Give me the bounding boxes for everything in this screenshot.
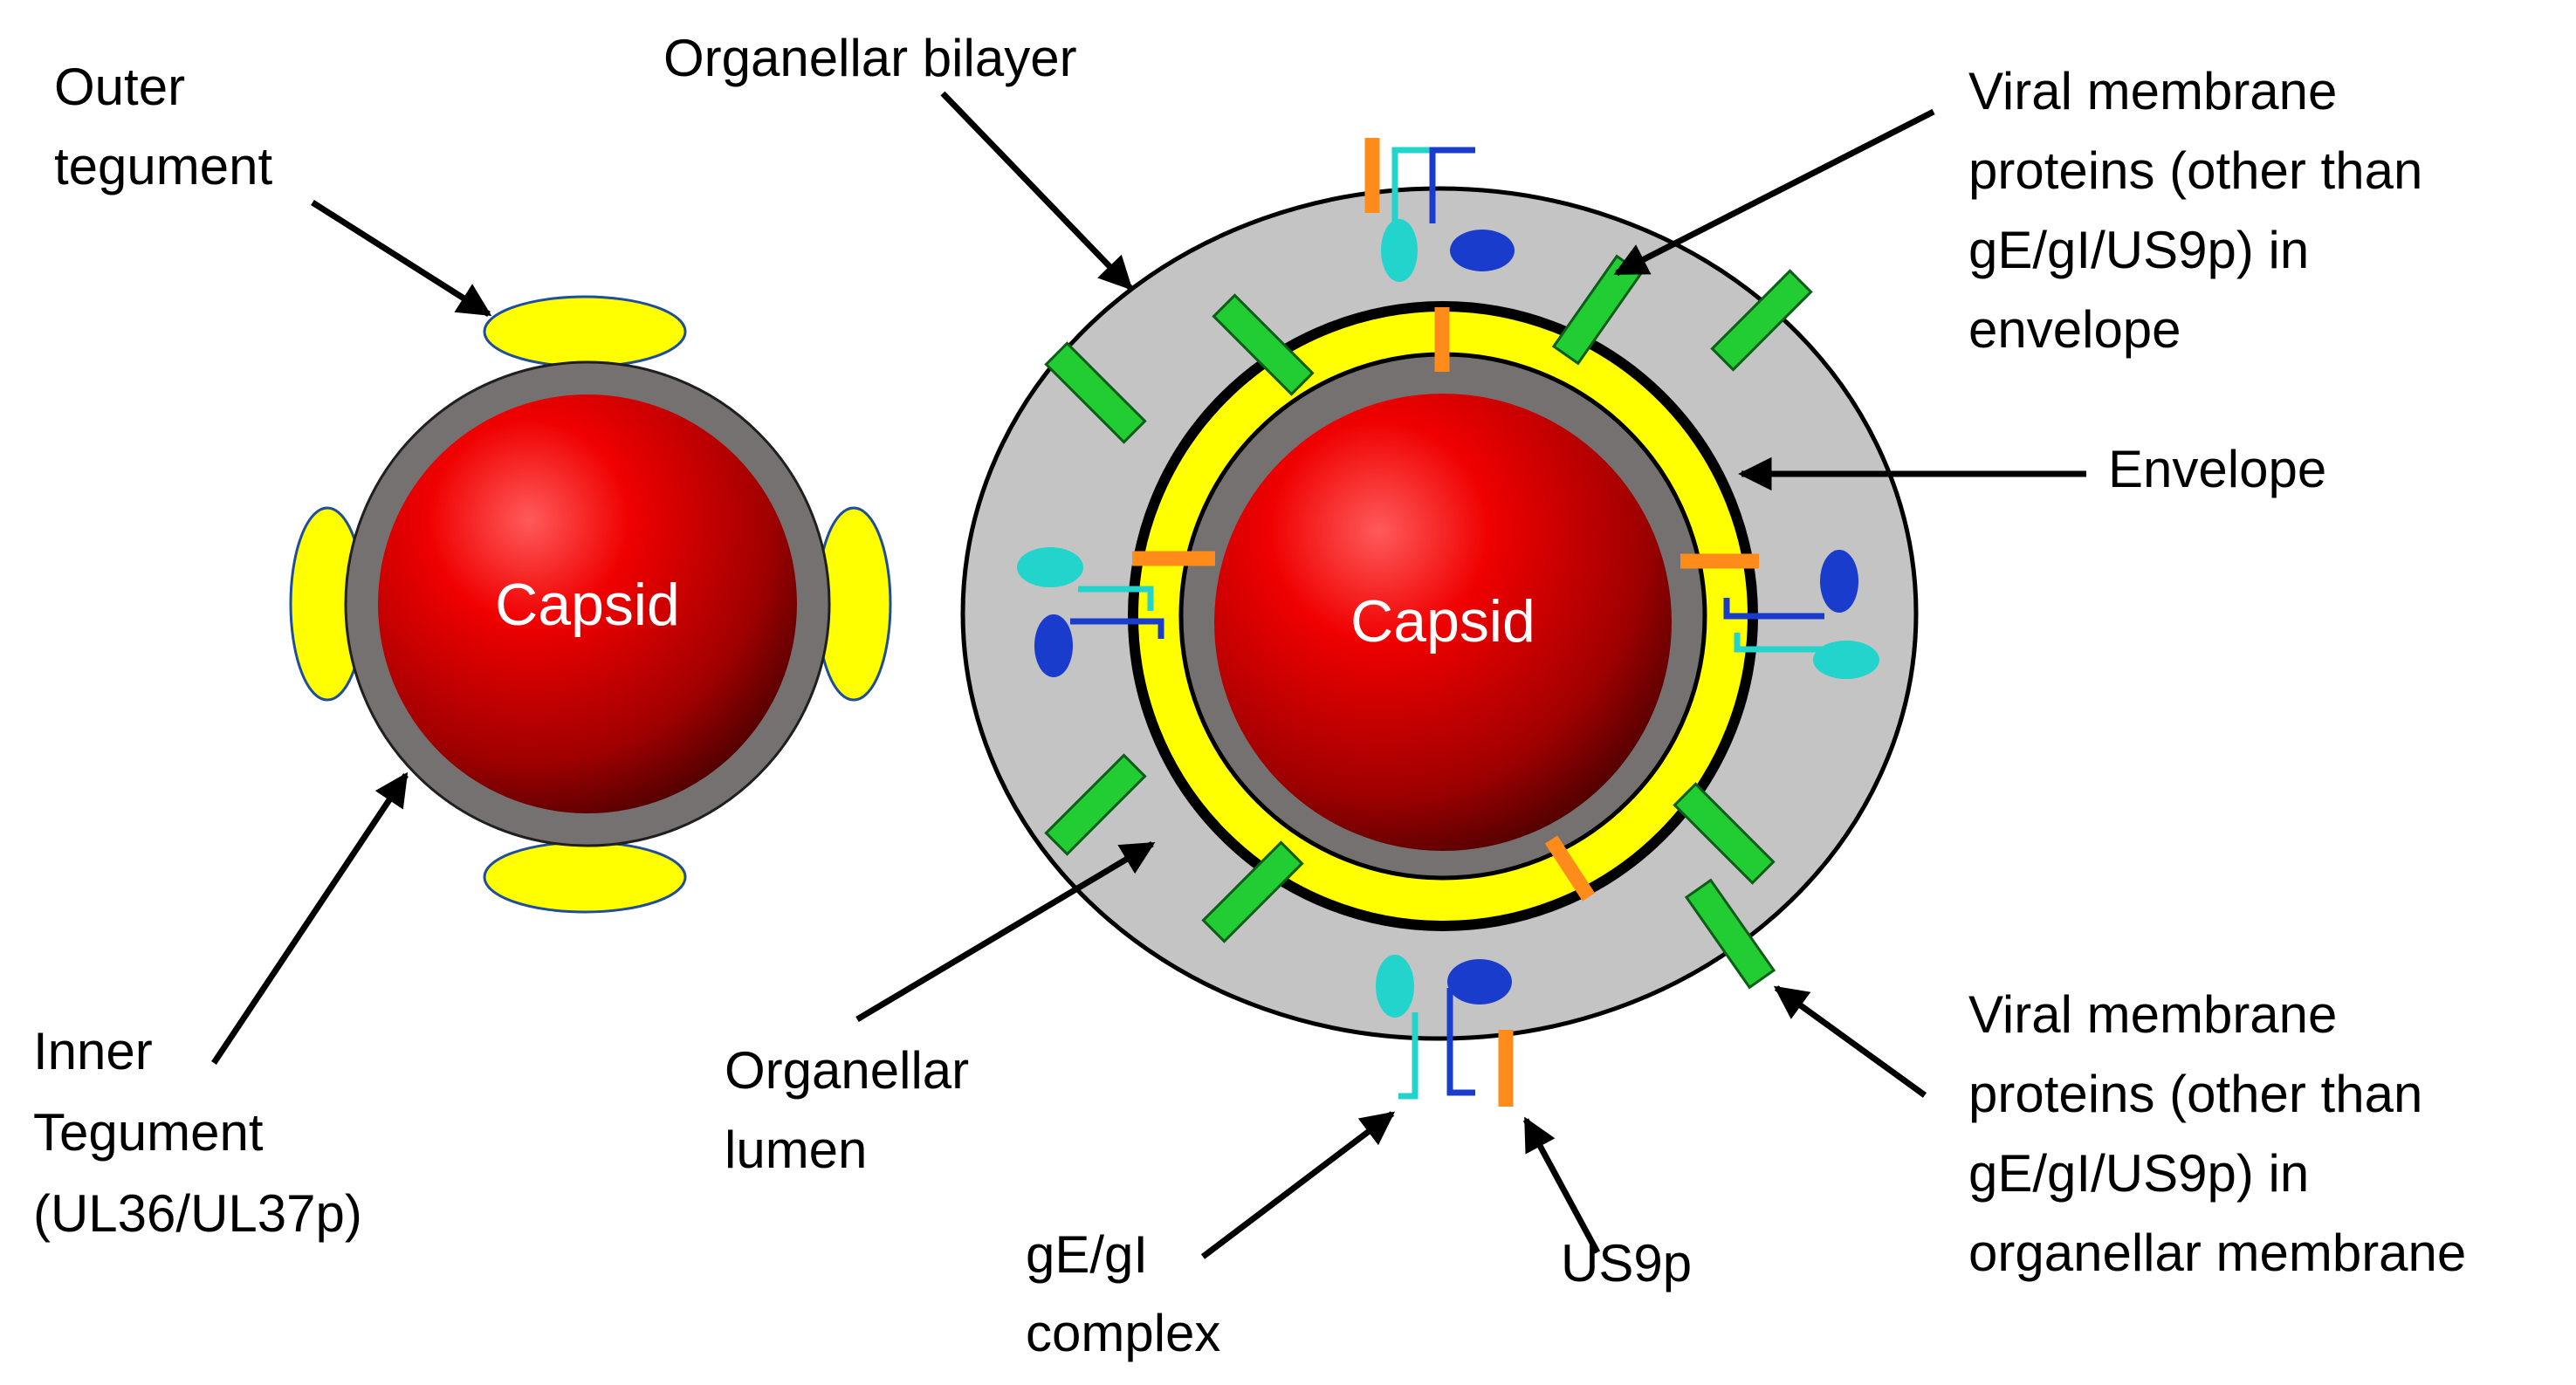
arrow-inner-tegument <box>211 771 409 1065</box>
outer-tegument-label-line: Outer <box>54 58 185 116</box>
arrow-viral-proteins-organellar <box>1773 985 1927 1098</box>
gI-protein <box>1078 586 1154 611</box>
viral-protein-envelope <box>1673 782 1776 885</box>
outer-tegument-label-line: tegument <box>54 137 272 195</box>
ge-gi-complex-label-line: gE/gI <box>1026 1225 1148 1284</box>
organellar-lumen-label-line: Organellar <box>725 1041 969 1100</box>
viral-protein-organellar <box>1710 269 1813 372</box>
viral-proteins-organellar-label-line: gE/gI/US9p) in <box>1968 1144 2309 1203</box>
viral-proteins-organellar-label-line: organellar membrane <box>1968 1224 2466 1282</box>
arrow-outer-tegument <box>311 200 492 317</box>
ge-gi-complex-top <box>1381 147 1515 282</box>
viral-proteins-organellar-label: Viral membrane proteins (other than gE/g… <box>1968 985 2466 1282</box>
organellar-bilayer-label: Organellar bilayer <box>663 29 1077 87</box>
arrow-viral-proteins-envelope <box>1613 108 1935 277</box>
left-particle: Capsid <box>289 295 892 914</box>
gI-protein <box>1398 1012 1419 1100</box>
capsid-sphere <box>378 394 797 813</box>
gI-protein <box>1734 633 1824 653</box>
arrow-organellar-bilayer <box>940 91 1133 291</box>
gE-protein <box>1070 618 1164 639</box>
ge-gi-complex-label: gE/gI complex <box>1026 1225 1220 1362</box>
viral-protein-organellar <box>1044 753 1147 856</box>
inner-tegument-label-line: Tegument <box>33 1103 264 1162</box>
right-particle: Capsid <box>960 138 1919 1107</box>
inner-tegument-label: Inner Tegument (UL36/UL37p) <box>33 1022 362 1243</box>
arrow-ge-gi <box>1200 1111 1396 1259</box>
viral-proteins-envelope-label-line: gE/gI/US9p) in <box>1968 221 2309 279</box>
outer-tegument-top <box>483 295 687 368</box>
callout-arrows <box>211 91 2086 1259</box>
gE-protein <box>1429 147 1475 223</box>
gI-protein <box>1391 147 1433 223</box>
gI-head <box>1017 547 1083 587</box>
capsid-label: Capsid <box>495 572 680 638</box>
labels: Outer tegument Inner Tegument (UL36/UL37… <box>33 29 2466 1362</box>
us9p-label: US9p <box>1561 1234 1692 1292</box>
gE-head <box>1447 959 1512 1004</box>
us9p-protein <box>1544 835 1596 902</box>
gI-head <box>1376 955 1414 1018</box>
viral-protein-envelope <box>1212 293 1315 396</box>
gE-head <box>1450 230 1515 271</box>
viral-proteins-organellar-label-line: Viral membrane <box>1968 985 2337 1044</box>
gE-head <box>1820 550 1858 613</box>
capsid-label-right: Capsid <box>1350 588 1535 655</box>
inner-tegument-label-line: Inner <box>33 1022 153 1080</box>
outer-tegument-label: Outer tegument <box>54 58 272 195</box>
viral-proteins-envelope-label: Viral membrane proteins (other than gE/g… <box>1968 62 2437 359</box>
organellar-lumen-label-line: lumen <box>725 1121 867 1179</box>
ge-gi-complex-right <box>1723 550 1879 679</box>
viral-proteins-envelope-label-line: envelope <box>1968 300 2181 359</box>
us9p-proteins <box>1132 138 1759 1107</box>
viral-proteins-envelope-label-line: proteins (other than <box>1968 141 2422 200</box>
viral-protein-envelope <box>1201 840 1304 943</box>
inner-tegument-label-line: (UL36/UL37p) <box>33 1184 362 1243</box>
gE-protein <box>1723 598 1824 620</box>
gI-head <box>1813 641 1879 679</box>
gE-head <box>1034 614 1073 677</box>
viral-proteins-organellar-label-line: proteins (other than <box>1968 1065 2422 1123</box>
viral-membrane-proteins <box>1044 254 1813 990</box>
organellar-lumen-label: Organellar lumen <box>725 1041 984 1179</box>
ge-gi-complex-label-line: complex <box>1026 1304 1220 1362</box>
ge-gi-complex-left <box>1017 547 1164 677</box>
arrow-us9p <box>1522 1116 1601 1254</box>
viral-protein-organellar <box>1684 878 1776 990</box>
capsid-sphere-right <box>1214 394 1672 851</box>
outer-tegument-bottom <box>483 840 687 914</box>
envelope-label: Envelope <box>2108 440 2326 498</box>
arrow-organellar-lumen <box>855 840 1156 1023</box>
ge-gi-complex-bottom <box>1376 955 1512 1100</box>
viral-proteins-envelope-label-line: Viral membrane <box>1968 62 2337 120</box>
viral-protein-organellar <box>1044 341 1147 444</box>
gI-head <box>1381 219 1418 282</box>
gE-protein <box>1446 988 1475 1096</box>
